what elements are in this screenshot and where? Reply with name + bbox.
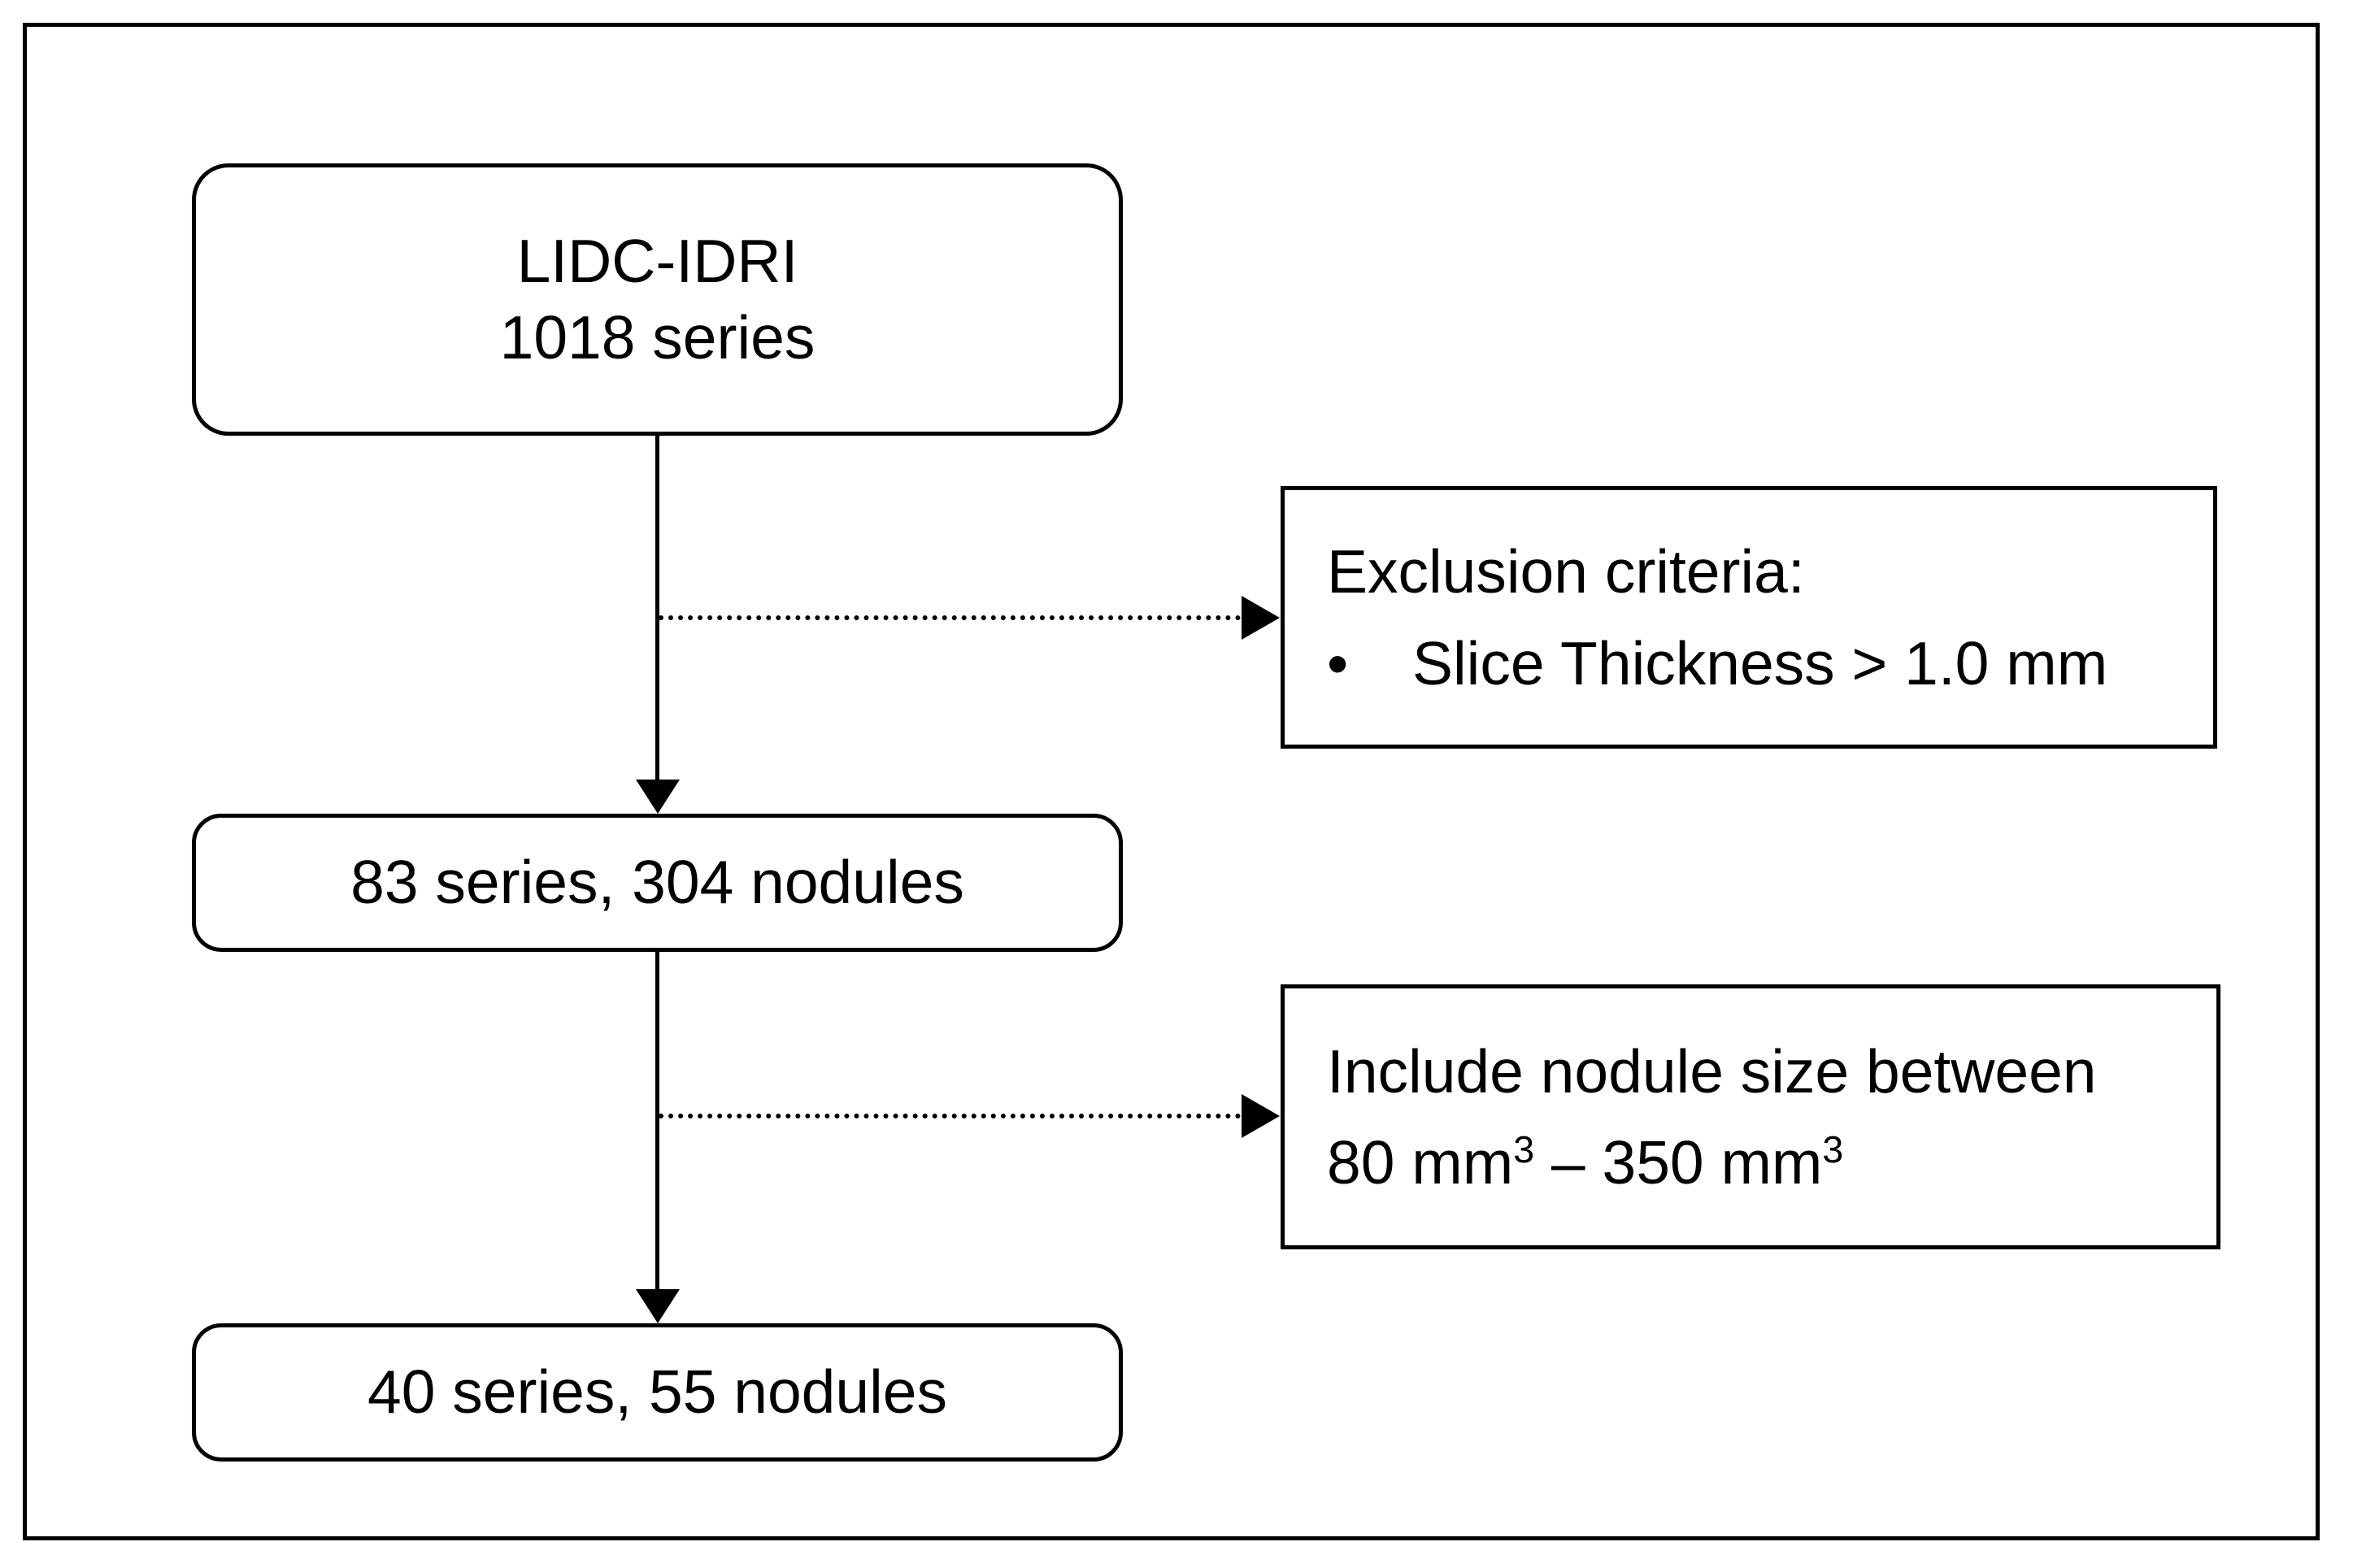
size-range-part2: – 350 mm xyxy=(1534,1128,1823,1197)
exclusion-heading: Exclusion criteria: xyxy=(1327,537,1805,606)
size-range-part1: 80 mm xyxy=(1327,1128,1514,1197)
node-40-series: 40 series, 55 nodules xyxy=(192,1323,1123,1462)
arrowhead-down-icon xyxy=(636,1289,680,1323)
note-inclusion-criteria: Include nodule size between 80 mm3 – 350… xyxy=(1281,984,2220,1249)
connector-filtered-to-final xyxy=(655,951,659,1289)
dotted-connector-exclusion xyxy=(659,615,1241,620)
node-lidc-idri-line2: 1018 series xyxy=(499,302,816,371)
exclusion-bullet-text: Slice Thickness > 1.0 mm xyxy=(1412,628,2108,697)
exclusion-bullet-item: • Slice Thickness > 1.0 mm xyxy=(1327,618,2200,710)
note-exclusion-criteria: Exclusion criteria: • Slice Thickness > … xyxy=(1281,486,2217,749)
bullet-icon: • xyxy=(1327,628,1349,697)
node-83-series: 83 series, 304 nodules xyxy=(192,814,1123,952)
size-range-sup1: 3 xyxy=(1513,1128,1535,1171)
arrowhead-down-icon xyxy=(636,780,680,814)
figure-border-frame: LIDC-IDRI 1018 series 83 series, 304 nod… xyxy=(23,23,2320,1540)
dotted-connector-inclusion xyxy=(659,1114,1241,1118)
arrowhead-right-icon xyxy=(1242,596,1280,640)
connector-source-to-filtered xyxy=(655,435,659,780)
node-40-series-label: 40 series, 55 nodules xyxy=(368,1357,947,1427)
size-range-sup2: 3 xyxy=(1822,1128,1844,1171)
node-83-series-label: 83 series, 304 nodules xyxy=(350,848,964,917)
inclusion-line2: 80 mm3 – 350 mm3 xyxy=(1327,1117,2203,1209)
arrowhead-right-icon xyxy=(1242,1094,1280,1138)
node-lidc-idri-line1: LIDC-IDRI xyxy=(516,226,798,295)
node-lidc-idri: LIDC-IDRI 1018 series xyxy=(192,163,1123,436)
inclusion-line1: Include nodule size between xyxy=(1327,1036,2097,1105)
